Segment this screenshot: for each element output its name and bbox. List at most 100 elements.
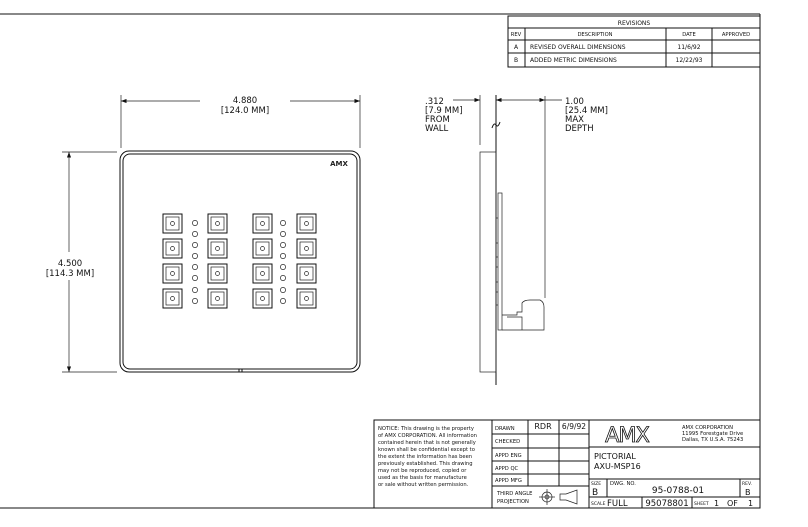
depth-note-depth: DEPTH [565,124,594,134]
keypad-button [162,213,183,234]
title-block: NOTICE: This drawing is the property of … [373,419,761,509]
width-dimension: 4.880 [124.0 MM] [120,95,361,148]
keypad-button-face [299,241,314,256]
keypad-button-face [210,291,225,306]
indicator-led [280,231,286,237]
keypad-button [162,238,183,259]
company-address-1: 11995 Forestgate Drive [682,431,743,437]
button-led-icon [170,296,175,301]
keypad-button [207,288,228,309]
keypad-button [162,288,183,309]
button-led-icon [260,296,265,301]
button-grid [162,213,317,309]
company-logo: AMX [605,423,649,447]
indicator-led [192,298,198,304]
projection-label-2: PROJECTION [497,499,529,505]
keypad-button-face [255,291,270,306]
keypad-button [296,288,317,309]
depth-note-max: MAX [565,115,584,125]
indicator-led [192,264,198,270]
rev-label: REV. [742,481,752,487]
panel-logo: AMX [330,160,348,168]
indicator-led [192,275,198,281]
height-dim-mm: [114.3 MM] [46,269,94,279]
keypad-button [162,263,183,284]
keypad-button-face [210,241,225,256]
side-view: .312 [7.9 MM] FROM WALL 1.00 [25.4 MM] M… [425,95,608,385]
indicator-led [280,253,286,259]
drawing-title-2: AXU-MSP16 [594,462,641,471]
indicator-led [280,298,286,304]
svg-text:may not be reproduced, copied: may not be reproduced, copied or [378,468,467,474]
dwg-no-value: 95-0788-01 [652,486,704,496]
svg-text:used as the basis for manufact: used as the basis for manufacture [378,475,467,481]
checked-label: CHECKED [495,439,520,445]
keypad-button-face [210,266,225,281]
front-view-panel: AMX [119,150,361,373]
width-dim-mm: [124.0 MM] [221,106,269,116]
company-name: AMX CORPORATION [682,425,733,431]
width-dim-text: 4.880 [233,96,257,106]
indicator-led [280,287,286,293]
drawn-by: RDR [534,422,552,431]
button-led-icon [304,271,309,276]
button-led-icon [170,246,175,251]
keypad-button [296,213,317,234]
scale-label: SCALE [591,501,606,507]
sheet-number: 1 [714,499,719,508]
company-address-2: Dallas, TX U.S.A. 75243 [682,437,743,443]
description-header: DESCRIPTION [577,32,612,38]
keypad-button-face [299,291,314,306]
projection-label-1: THIRD ANGLE [496,491,532,497]
depth-dim-mm: [25.4 MM] [565,106,608,116]
button-led-icon [215,221,220,226]
drawn-date: 6/9/92 [562,422,586,431]
keypad-button-face [255,241,270,256]
rev-value: B [745,488,751,497]
wall-dim-mm: [7.9 MM] [425,106,463,116]
wall-note-from: FROM [425,115,450,125]
sheet-total: 1 [748,499,753,508]
revision-date: 12/22/93 [676,57,703,64]
indicator-led [280,220,286,226]
part-number: 95078801 [645,499,688,509]
button-led-icon [170,221,175,226]
appd-mfg-label: APPD MFG [495,478,522,484]
depth-dim-text: 1.00 [565,97,584,107]
button-led-icon [304,246,309,251]
svg-text:previously established. This d: previously established. This drawing [378,461,473,467]
indicator-led [192,253,198,259]
svg-text:contained herein that is not g: contained herein that is not generally [378,440,476,446]
keypad-button [252,238,273,259]
indicator-led [280,264,286,270]
keypad-button-face [165,291,180,306]
size-value: B [592,488,598,498]
revisions-table: REVISIONS REV DESCRIPTION DATE APPROVED … [507,15,761,68]
keypad-button [207,238,228,259]
indicator-led [192,220,198,226]
indicator-led [192,231,198,237]
revision-rev: B [514,57,518,64]
button-led-icon [215,271,220,276]
rev-header: REV [511,32,522,38]
keypad-button-face [165,266,180,281]
revision-rev: A [514,44,519,51]
button-led-icon [215,246,220,251]
scale-value: FULL [607,499,628,509]
button-led-icon [215,296,220,301]
third-angle-projection-icon [539,489,578,505]
svg-text:NOTICE: This drawing is the pr: NOTICE: This drawing is the property [378,426,474,432]
keypad-button-face [299,216,314,231]
height-dim-text: 4.500 [58,259,82,269]
notice-text: NOTICE: This drawing is the property of … [378,426,477,488]
keypad-button-face [255,216,270,231]
keypad-button [296,263,317,284]
keypad-button-face [165,241,180,256]
keypad-button [207,213,228,234]
indicator-led [192,242,198,248]
approved-header: APPROVED [722,32,750,38]
keypad-button-face [299,266,314,281]
size-label: SIZE [591,481,601,487]
keypad-button [207,263,228,284]
